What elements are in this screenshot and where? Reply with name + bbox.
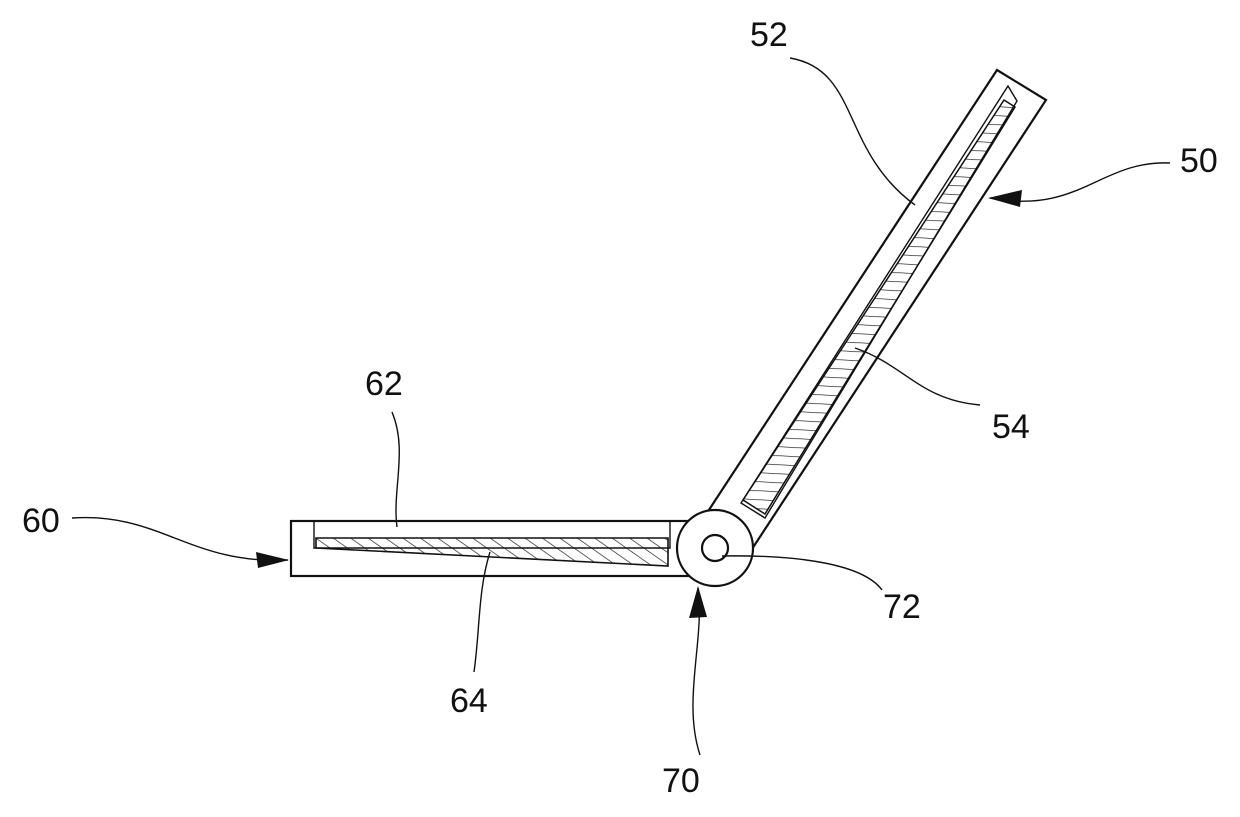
lid-hatched-member xyxy=(743,100,1015,514)
label-54: 54 xyxy=(992,408,1030,446)
label-70: 70 xyxy=(662,762,700,800)
leader-52 xyxy=(790,58,915,205)
label-64: 64 xyxy=(450,682,488,720)
label-50: 50 xyxy=(1180,142,1218,180)
label-52: 52 xyxy=(750,16,788,54)
leader-62 xyxy=(392,412,399,527)
hinge xyxy=(677,510,753,586)
leader-64 xyxy=(474,552,490,672)
label-72: 72 xyxy=(883,588,921,626)
label-60: 60 xyxy=(22,502,60,540)
leader-60 xyxy=(72,518,288,561)
arrow-60 xyxy=(256,552,289,568)
lid-body xyxy=(703,70,1046,549)
base-hatched-member xyxy=(316,538,668,566)
reference-labels: 52 50 54 62 60 64 72 70 xyxy=(22,16,1218,800)
label-62: 62 xyxy=(365,365,403,403)
arrow-50 xyxy=(988,190,1022,207)
hinge-pin xyxy=(702,535,728,561)
base-body xyxy=(291,521,705,576)
leader-54 xyxy=(855,348,980,405)
arrow-70 xyxy=(689,586,707,618)
